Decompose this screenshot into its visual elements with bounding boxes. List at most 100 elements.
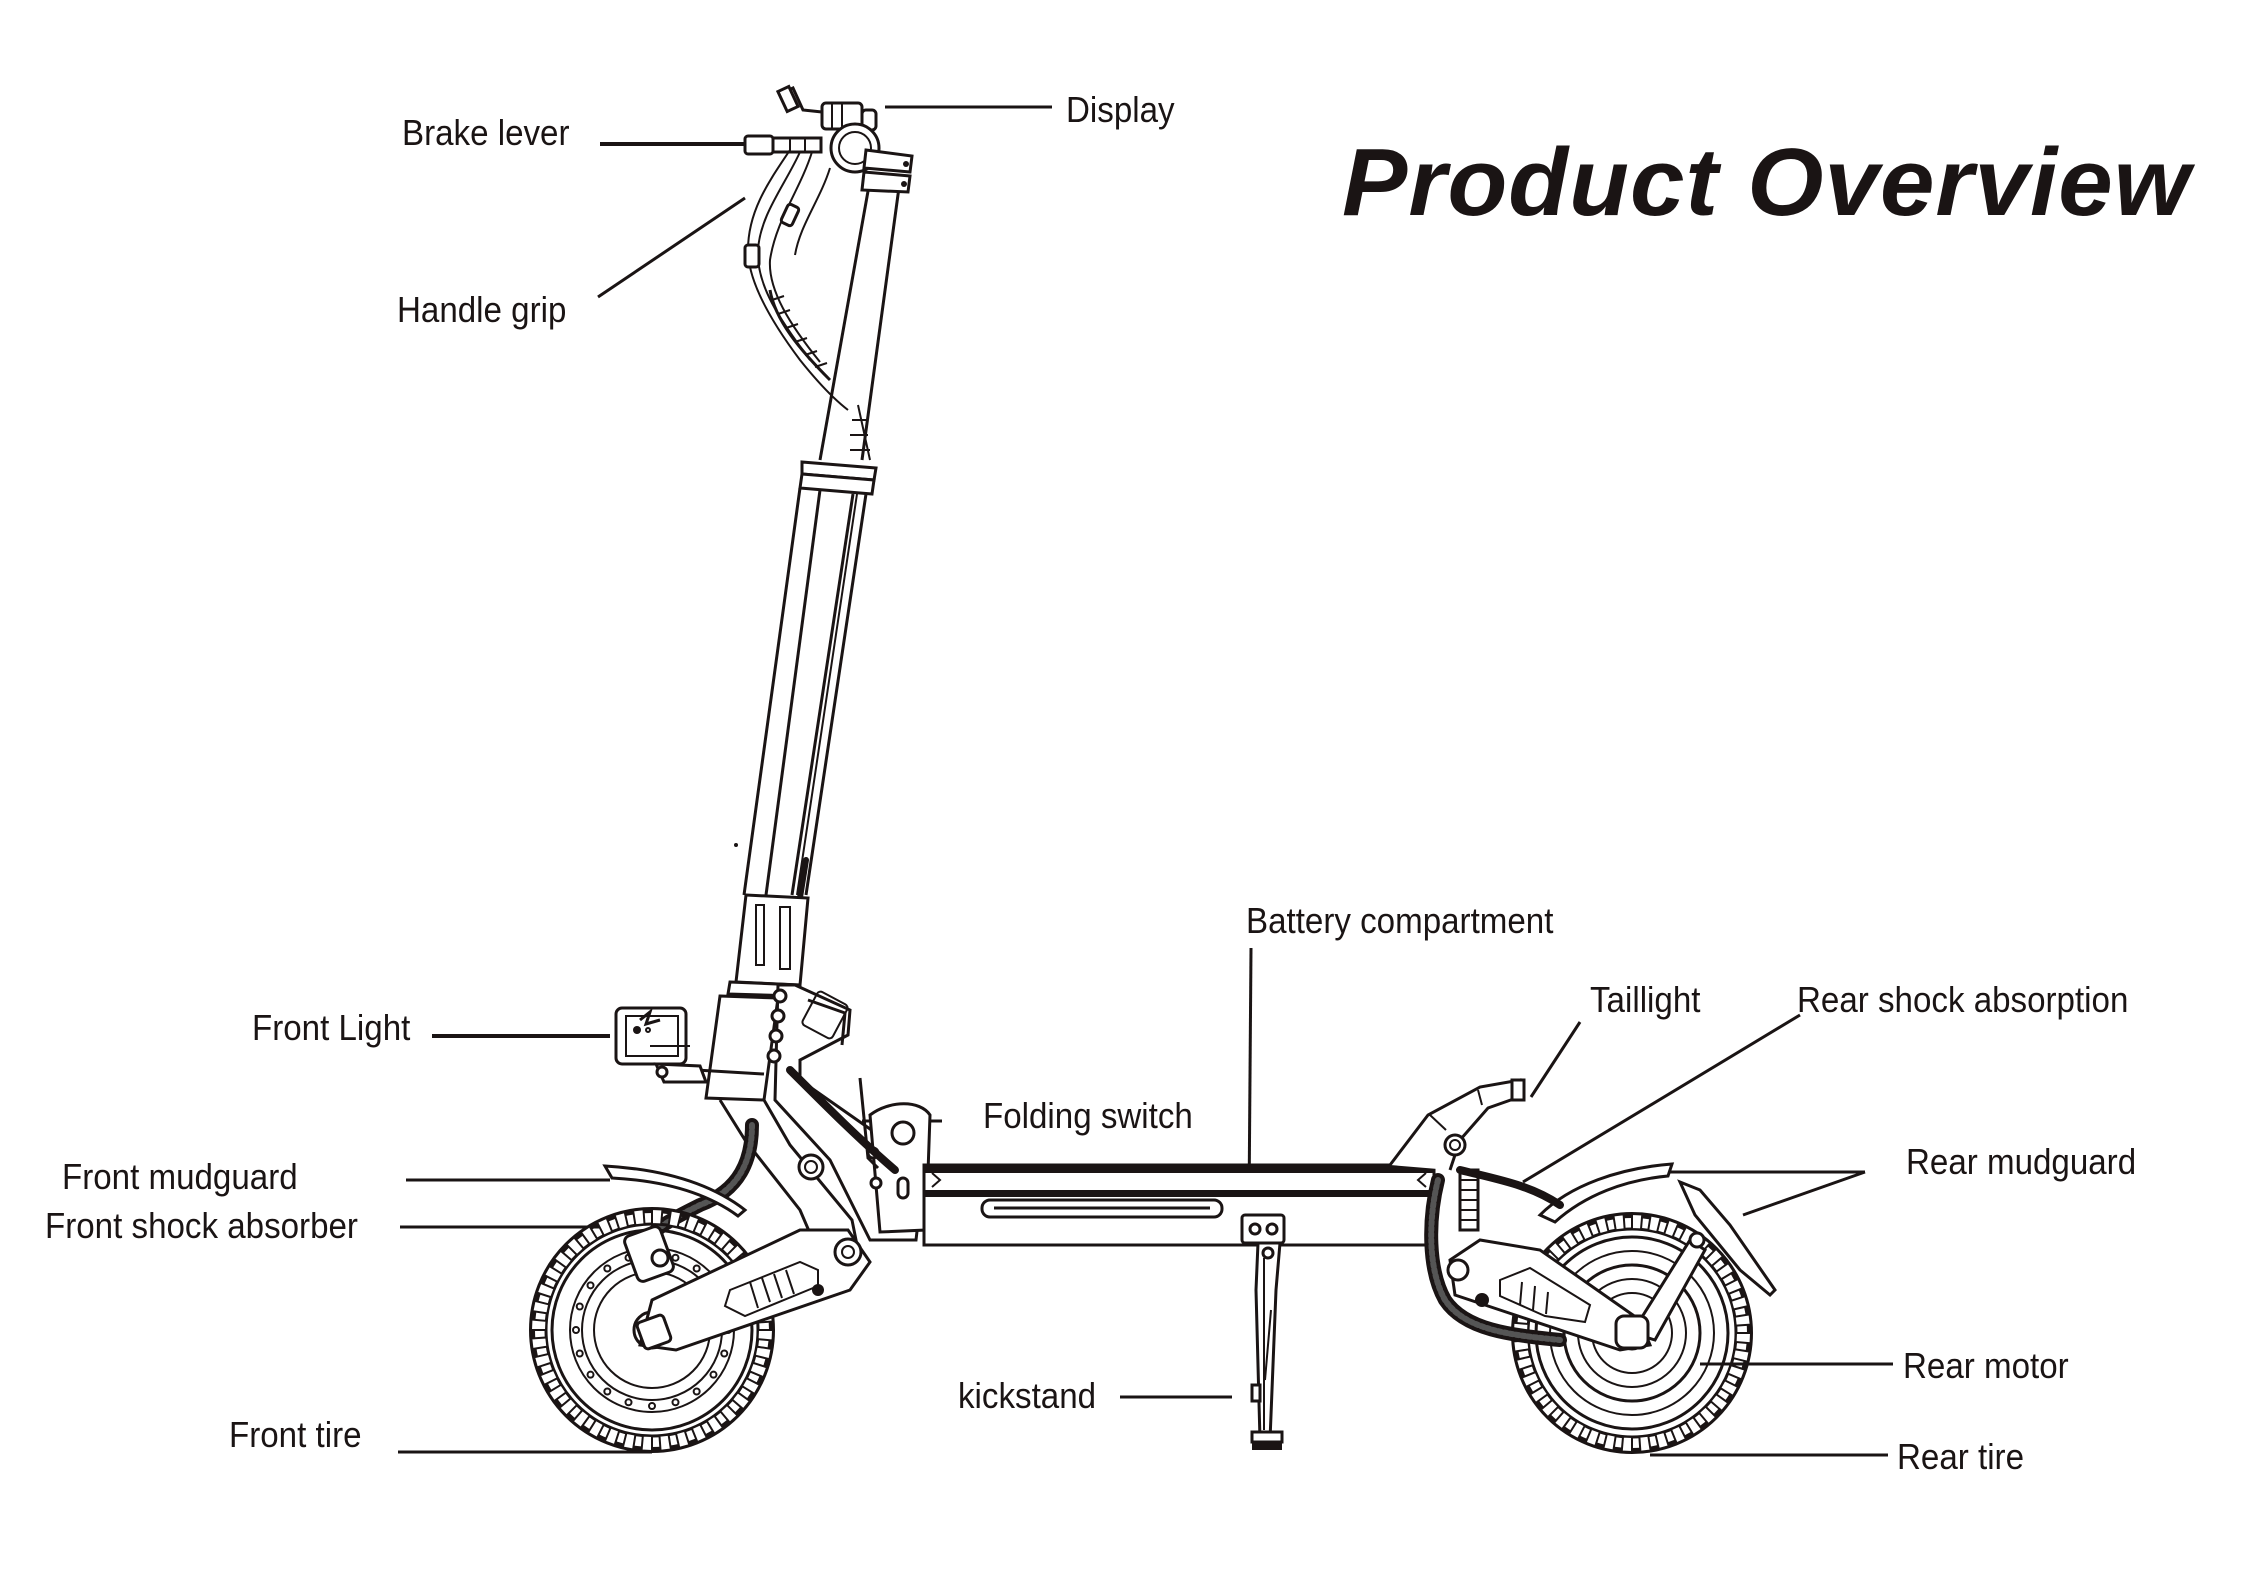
tread-block	[532, 1352, 553, 1369]
disc-hole	[671, 1398, 680, 1407]
tread-block	[1704, 1247, 1725, 1268]
leader-taillight	[1529, 1021, 1582, 1098]
label-kickstand: kickstand	[958, 1375, 1097, 1416]
tread-block	[1734, 1332, 1753, 1345]
tread-block	[651, 1207, 664, 1226]
leader-rear-mudguard-side	[1742, 1170, 1866, 1217]
tread-block	[756, 1329, 775, 1342]
tread-block	[546, 1383, 568, 1403]
tread-block	[674, 1429, 691, 1450]
disc-hole	[586, 1281, 595, 1290]
tread-block	[1612, 1213, 1626, 1232]
tread-block	[748, 1361, 769, 1379]
tread-block	[1593, 1215, 1610, 1236]
tread-block	[667, 1209, 683, 1229]
label-rear-tire: Rear tire	[1897, 1436, 2025, 1477]
label-rear-motor: Rear motor	[1903, 1345, 2069, 1386]
label-front-mudguard: Front mudguard	[62, 1156, 298, 1197]
tread-block	[1567, 1419, 1587, 1441]
tread-block	[1714, 1261, 1736, 1281]
disc-hole	[603, 1387, 612, 1396]
disc-hole	[624, 1398, 633, 1407]
leader-battery-compartment	[1247, 947, 1253, 1206]
tread-block	[613, 1210, 630, 1231]
disc-hole	[648, 1402, 656, 1410]
tread-block	[725, 1242, 747, 1264]
tread-block	[718, 1403, 740, 1425]
tread-block	[1584, 1427, 1602, 1448]
tread-block	[1709, 1392, 1730, 1413]
tread-block	[1731, 1348, 1751, 1363]
tread-block	[579, 1224, 599, 1246]
tread-block	[1723, 1277, 1744, 1296]
tread-block	[658, 1433, 673, 1452]
tread-block	[1576, 1221, 1595, 1242]
label-front-light: Front Light	[252, 1007, 411, 1048]
label-front-shock-absorber: Front shock absorber	[45, 1205, 358, 1246]
tread-block	[1638, 1434, 1652, 1453]
tread-block	[538, 1368, 559, 1387]
disc-hole	[671, 1253, 680, 1262]
disc-hole	[692, 1264, 701, 1273]
label-folding-switch: Folding switch	[983, 1095, 1193, 1136]
label-handle-grip: Handle grip	[397, 289, 567, 330]
leader-rear-shock	[1522, 1013, 1801, 1184]
rear-wheel	[1424, 1162, 1777, 1454]
disc-hole	[575, 1349, 584, 1358]
tread-block	[531, 1299, 551, 1315]
tread-block	[535, 1281, 556, 1299]
disc-hole	[720, 1349, 729, 1358]
label-rear-mudguard: Rear mudguard	[1906, 1141, 2137, 1182]
front-wheel	[529, 1164, 872, 1453]
kickstand	[1240, 1213, 1286, 1450]
tread-block	[690, 1423, 709, 1444]
tread-block	[1539, 1398, 1560, 1419]
label-brake-lever: Brake lever	[402, 112, 570, 153]
label-display: Display	[1066, 89, 1175, 130]
tread-block	[1684, 1415, 1704, 1437]
tread-block	[1520, 1370, 1541, 1389]
tread-block	[1718, 1378, 1740, 1398]
tread-block	[1560, 1229, 1580, 1251]
tread-block	[1697, 1405, 1718, 1426]
disc-hole	[572, 1326, 580, 1334]
tread-block	[595, 1216, 614, 1237]
tread-block	[640, 1434, 653, 1453]
label-taillight: Taillight	[1590, 979, 1701, 1020]
tread-block	[1514, 1355, 1535, 1372]
tread-block	[1733, 1313, 1752, 1327]
tread-block	[1602, 1432, 1617, 1452]
tread-block	[542, 1264, 564, 1284]
page-title: Product Overview	[1342, 129, 2191, 236]
tread-block	[1528, 1385, 1550, 1405]
tread-block	[1662, 1218, 1680, 1239]
disc-hole	[575, 1302, 584, 1311]
tread-block	[631, 1208, 646, 1227]
tread-block	[571, 1408, 592, 1430]
tread-block	[1620, 1435, 1633, 1454]
disc-hole	[692, 1387, 701, 1396]
label-rear-shock-absorption: Rear shock absorption	[1797, 979, 2129, 1020]
steering-stem	[695, 179, 902, 1102]
tread-block	[683, 1213, 701, 1234]
tread-block	[1669, 1424, 1688, 1445]
tread-block	[557, 1396, 579, 1418]
tread-block	[529, 1318, 548, 1331]
tread-block	[621, 1431, 637, 1451]
tread-block	[586, 1418, 606, 1440]
tread-block	[712, 1230, 733, 1252]
ink-speck	[734, 843, 738, 847]
tread-block	[530, 1336, 549, 1351]
tread-block	[564, 1235, 586, 1257]
tread-block	[1726, 1363, 1747, 1381]
tread-block	[1631, 1212, 1644, 1231]
disc-hole	[709, 1370, 718, 1379]
label-battery-compartment: Battery compartment	[1246, 900, 1554, 941]
tread-block	[1546, 1240, 1567, 1261]
front-light	[614, 1006, 709, 1084]
tread-block	[698, 1220, 718, 1242]
tread-block	[1729, 1294, 1750, 1311]
disc-hole	[603, 1264, 612, 1273]
